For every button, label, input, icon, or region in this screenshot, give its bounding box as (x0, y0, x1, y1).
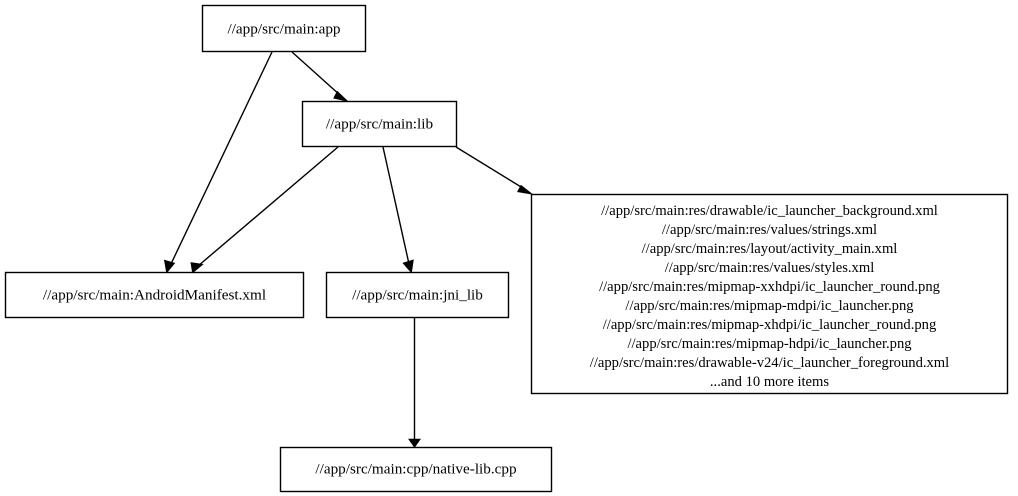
node-lib[interactable]: //app/src/main:lib (301, 100, 458, 148)
resources-line: //app/src/main:res/mipmap-xxhdpi/ic_laun… (599, 279, 941, 295)
resources-line: //app/src/main:res/drawable-v24/ic_launc… (590, 355, 949, 371)
edge-app-to-manifest (163, 51, 273, 274)
node-label: //app/src/main:app (227, 20, 340, 37)
edge-lib-to-manifest (190, 146, 339, 274)
node-label: //app/src/main:jni_lib (352, 286, 483, 303)
resources-line: //app/src/main:res/mipmap-xhdpi/ic_launc… (603, 317, 937, 333)
resources-line: //app/src/main:res/drawable/ic_launcher_… (601, 203, 938, 219)
resources-line: //app/src/main:res/layout/activity_main.… (642, 241, 898, 257)
node-box[interactable] (279, 446, 553, 493)
edge-lib-to-resources (455, 146, 533, 195)
edge-line (455, 146, 527, 191)
node-box[interactable] (301, 100, 458, 148)
arrow-head-icon (163, 259, 176, 274)
arrow-head-icon (408, 438, 421, 449)
resources-line: //app/src/main:res/values/strings.xml (662, 222, 877, 238)
resources-line: ...and 10 more items (710, 374, 829, 390)
resources-line: //app/src/main:res/mipmap-mdpi/ic_launch… (625, 298, 914, 314)
node-box[interactable] (4, 271, 305, 319)
node-android-manifest[interactable]: //app/src/main:AndroidManifest.xml (4, 271, 305, 319)
edge-jni-lib-to-native-lib (408, 317, 421, 449)
edge-line (197, 146, 339, 267)
arrow-head-icon (517, 184, 533, 195)
node-app[interactable]: //app/src/main:app (201, 4, 367, 53)
arrow-head-icon (402, 259, 414, 274)
edge-line (382, 146, 410, 265)
node-box[interactable] (530, 193, 1009, 395)
node-label: //app/src/main:lib (326, 115, 434, 132)
edge-line (291, 51, 342, 97)
node-native-lib-cpp[interactable]: //app/src/main:cpp/native-lib.cpp (279, 446, 553, 493)
node-box[interactable] (325, 271, 510, 319)
resources-line: //app/src/main:res/mipmap-hdpi/ic_launch… (627, 336, 912, 352)
node-label: //app/src/main:AndroidManifest.xml (43, 286, 266, 303)
edge-line (169, 51, 273, 267)
arrow-head-icon (333, 90, 349, 103)
node-box[interactable] (201, 4, 367, 53)
node-label: //app/src/main:cpp/native-lib.cpp (315, 460, 516, 477)
resources-line: //app/src/main:res/values/styles.xml (665, 260, 875, 276)
edge-lib-to-jni-lib (382, 146, 414, 274)
node-resources[interactable]: //app/src/main:res/drawable/ic_launcher_… (530, 193, 1009, 395)
edge-app-to-lib (291, 51, 349, 103)
arrow-head-icon (190, 262, 204, 274)
node-jni-lib[interactable]: //app/src/main:jni_lib (325, 271, 510, 319)
